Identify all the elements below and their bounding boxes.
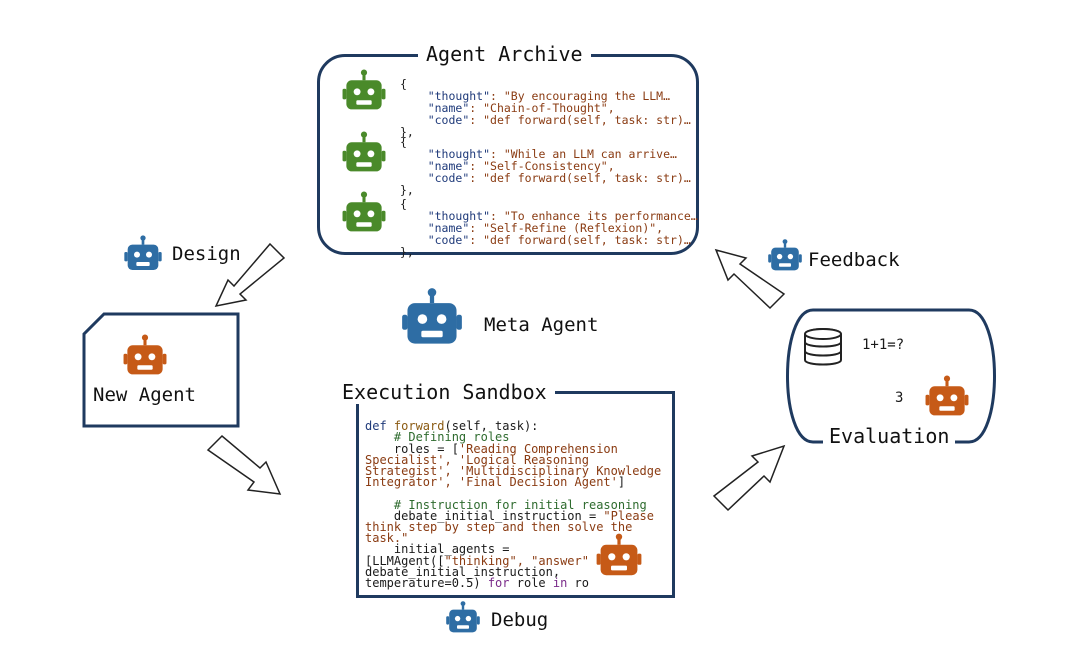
database-icon <box>804 328 842 366</box>
robot-icon <box>339 190 389 236</box>
design-label: Design <box>172 243 241 265</box>
robot-icon <box>921 374 973 420</box>
meta-agent-label: Meta Agent <box>484 314 599 336</box>
robot-icon <box>339 130 389 176</box>
evaluation-question: 1+1=? <box>862 337 905 353</box>
evaluation-title: Evaluation <box>823 424 956 448</box>
sandbox-code: def forward(self, task): # Defining role… <box>365 410 671 594</box>
code-block: def forward(self, task): # Defining role… <box>365 419 662 591</box>
meta-agent-icon <box>396 286 468 350</box>
archive-entry: { "thought": "By encouraging the LLM… "n… <box>400 77 691 139</box>
evaluation-input-arrow <box>712 444 786 512</box>
feedback-arrow <box>714 248 786 310</box>
design-arrow <box>214 242 286 308</box>
agent-archive-title: Agent Archive <box>418 42 591 66</box>
debug-label: Debug <box>491 609 549 631</box>
archive-entry: { "thought": "To enhance its performance… <box>400 197 698 259</box>
robot-icon <box>120 234 166 274</box>
sandbox-input-arrow <box>206 434 282 495</box>
robot-icon <box>765 238 805 274</box>
robot-icon <box>339 68 389 114</box>
robot-icon <box>119 333 171 379</box>
execution-sandbox-title: Execution Sandbox <box>334 380 555 404</box>
robot-icon <box>592 532 646 580</box>
evaluation-answer: 3 <box>895 390 904 406</box>
archive-entry: { "thought": "While an LLM can arrive… "… <box>400 135 691 197</box>
new-agent-label: New Agent <box>93 384 196 406</box>
feedback-label: Feedback <box>808 249 900 271</box>
robot-icon <box>443 600 483 636</box>
